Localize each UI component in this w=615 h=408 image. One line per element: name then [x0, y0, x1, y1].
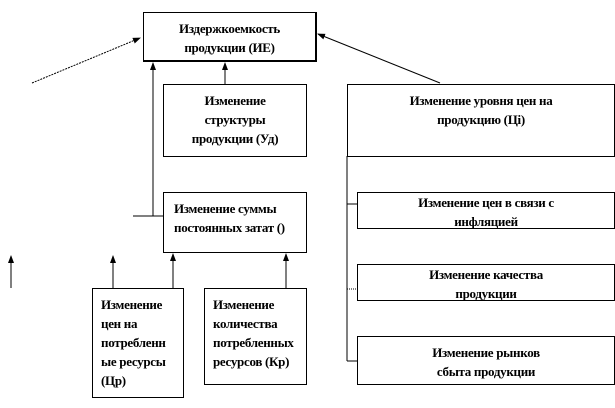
node-inflation: Изменение цен в связи с инфляцией	[357, 192, 615, 229]
label: Изменение	[213, 297, 275, 312]
label: Издержкоемкость	[179, 21, 280, 36]
node-resource-prices: Изменение цен на потребленн ые ресурсы (Цр)	[92, 288, 184, 398]
label: продукции	[455, 286, 517, 301]
label: постоянных затат ()	[174, 220, 285, 235]
label: потребленных	[213, 335, 294, 350]
label: ресурсов (Кр)	[213, 354, 290, 369]
arrow-right-diagonal	[317, 33, 441, 84]
node-top: Издержкоемкость продукции (ИЕ)	[143, 12, 317, 62]
label: потребленн	[101, 335, 166, 350]
label: продукции (Уд)	[191, 131, 279, 146]
label: продукции (ИЕ)	[184, 40, 275, 55]
label: Изменение	[101, 297, 163, 312]
label: Изменение качества	[429, 267, 543, 282]
label: цен на	[101, 316, 138, 331]
label: Изменение	[204, 93, 266, 108]
node-markets: Изменение рынков сбыта продукции	[357, 336, 615, 385]
arrow-left-diagonal	[31, 37, 141, 84]
node-quality: Изменение качества продукции	[357, 264, 615, 301]
node-resource-quantity: Изменение количества потребленных ресурсов …	[204, 288, 307, 385]
label: (Цр)	[101, 373, 126, 388]
label: Изменение рынков	[432, 345, 540, 360]
node-price-level: Изменение уровня цен на продукцию (Цi)	[347, 84, 615, 157]
label: структуры	[204, 112, 266, 127]
label: количества	[213, 316, 278, 331]
node-fixed-costs: Изменение суммы постоянных затат ()	[163, 192, 307, 253]
label: инфляцией	[454, 214, 518, 229]
label: Изменение цен в связи с	[418, 195, 554, 210]
label: Изменение уровня цен на	[409, 93, 553, 108]
label: сбыта продукции	[436, 364, 536, 379]
node-structure: Изменение структуры продукции (Уд)	[163, 84, 307, 157]
label: продукцию (Цi)	[437, 112, 525, 127]
label: Изменение суммы	[174, 201, 277, 216]
label: ые ресурсы	[101, 354, 166, 369]
